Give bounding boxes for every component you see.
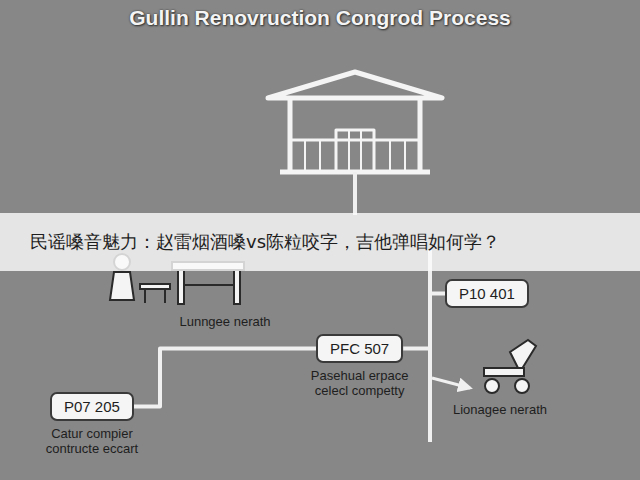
title: Gullin Renovruction Congrod Process (0, 6, 640, 30)
node-caption: Pasehual erpace celecl competty (301, 369, 419, 399)
node-caption: Catur compier contructe eccart (31, 427, 153, 457)
process-node: PFC 507Pasehual erpace celecl competty (316, 334, 419, 399)
process-node: P10 401 (445, 279, 529, 308)
process-box: P10 401 (445, 279, 529, 308)
connector (403, 294, 445, 349)
trunk-line (353, 172, 357, 215)
arrow-line (432, 378, 470, 388)
caption-label: Lunngee nerath (170, 314, 280, 329)
process-box: P07 205 (50, 392, 134, 421)
caption-label: Lionagee nerath (445, 402, 555, 417)
chair-icon (484, 340, 536, 393)
connector (134, 349, 316, 407)
process-node: P07 205Catur compier contructe eccart (50, 392, 153, 457)
banner-text: 民谣嗓音魅力：赵雷烟酒嗓vs陈粒咬字，吉他弹唱如何学？ (0, 213, 640, 271)
house-icon (268, 72, 442, 172)
process-box: PFC 507 (316, 334, 403, 363)
